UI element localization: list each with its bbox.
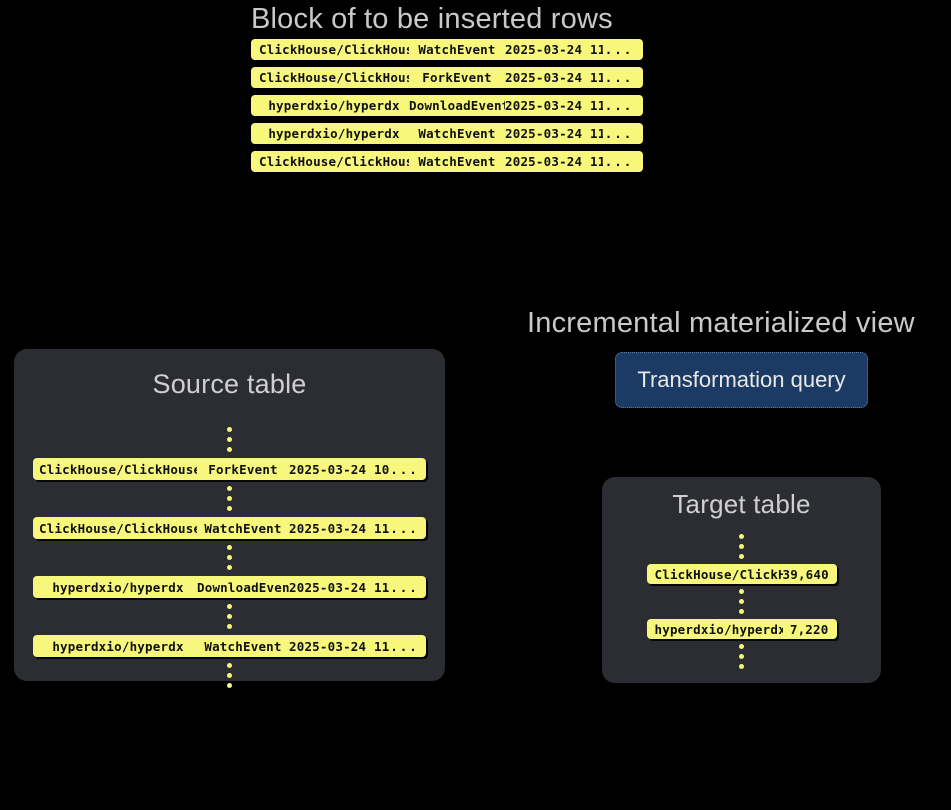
target-row-repo: ClickHouse/ClickHouse <box>654 566 783 582</box>
insert-row-repo: ClickHouse/ClickHouse <box>259 42 409 57</box>
source-row-more: ... <box>390 461 419 477</box>
target-table-title: Target table <box>672 489 811 519</box>
source-row-timestamp: 2025-03-24 10:25:00 <box>289 461 389 477</box>
insert-row-timestamp: 2025-03-24 11:35:48 <box>505 98 603 113</box>
insert-row-timestamp: 2025-03-24 11:35:44 <box>505 70 603 85</box>
target-row-repo: hyperdxio/hyperdx <box>654 621 783 637</box>
dot <box>227 614 232 619</box>
transformation-query-box[interactable]: Transformation query <box>615 352 868 408</box>
table-row: hyperdxio/hyperdx WatchEvent 2025-03-24 11… <box>251 123 643 144</box>
target-table-rows: ClickHouse/ClickHouse39,640 hyperdxio/hyp… <box>602 529 881 674</box>
insert-row-timestamp: 2025-03-24 11:35:40 <box>505 42 603 57</box>
target-row-count: 39,640 <box>782 566 829 582</box>
dot <box>227 555 232 560</box>
dot <box>227 427 232 432</box>
dot <box>227 663 232 668</box>
insert-row-more: ... <box>604 98 634 113</box>
source-row-timestamp: 2025-03-24 11:32:54 <box>289 520 389 536</box>
row-ellipsis-dots <box>227 604 232 629</box>
dot <box>227 496 232 501</box>
row-ellipsis-dots <box>739 589 744 614</box>
dot <box>739 664 744 669</box>
insert-row-more: ... <box>604 126 634 141</box>
row-ellipsis-dots <box>227 663 232 688</box>
dot <box>739 609 744 614</box>
insert-row-repo: ClickHouse/ClickHouse <box>259 154 409 169</box>
source-row-more: ... <box>390 638 419 654</box>
dot <box>227 447 232 452</box>
dot <box>227 673 232 678</box>
row-ellipsis-dots <box>227 545 232 570</box>
insert-row-more: ... <box>604 70 634 85</box>
row-ellipsis-dots <box>739 534 744 559</box>
table-row: ClickHouse/ClickHouse39,640 <box>646 564 837 584</box>
insert-row-repo: ClickHouse/ClickHouse <box>259 70 409 85</box>
insert-row-more: ... <box>604 42 634 57</box>
materialized-view-title: Incremental materialized view <box>527 307 915 339</box>
table-row: ClickHouse/ClickHouse ForkEvent 2025-03-24… <box>251 67 643 88</box>
dot <box>739 644 744 649</box>
insert-row-event: DownloadEvent <box>409 98 505 113</box>
insert-row-event: WatchEvent <box>418 42 496 57</box>
insert-row-more: ... <box>604 154 634 169</box>
dot <box>227 604 232 609</box>
source-row-repo: ClickHouse/ClickHouse <box>39 461 197 477</box>
target-table-card: Target table ClickHouse/ClickHouse39,640… <box>602 477 881 683</box>
dot <box>227 437 232 442</box>
dot <box>227 506 232 511</box>
table-row: hyperdxio/hyperdx 7,220 <box>646 619 837 639</box>
insert-row-timestamp: 2025-03-24 11:35:54 <box>505 154 603 169</box>
dot <box>739 544 744 549</box>
source-row-event: WatchEvent <box>204 638 282 654</box>
dot <box>739 654 744 659</box>
dot <box>227 486 232 491</box>
insert-row-repo: hyperdxio/hyperdx <box>268 126 400 141</box>
dot <box>739 599 744 604</box>
dot <box>227 624 232 629</box>
dot <box>739 589 744 594</box>
dot <box>739 554 744 559</box>
table-row: hyperdxio/hyperdx WatchEvent 2025-03-24 11… <box>33 635 426 657</box>
source-row-more: ... <box>390 579 419 595</box>
table-row: ClickHouse/ClickHouse ForkEvent 2025-03-24… <box>33 458 426 480</box>
insert-row-event: ForkEvent <box>422 70 492 85</box>
insert-row-repo: hyperdxio/hyperdx <box>268 98 400 113</box>
dot <box>227 565 232 570</box>
insert-block-title: Block of to be inserted rows <box>251 3 613 35</box>
table-row: ClickHouse/ClickHouse WatchEvent 2025-03-2… <box>251 151 643 172</box>
source-row-repo: hyperdxio/hyperdx <box>52 579 184 595</box>
insert-row-timestamp: 2025-03-24 11:35:52 <box>505 126 603 141</box>
source-row-repo: hyperdxio/hyperdx <box>52 638 184 654</box>
row-ellipsis-dots <box>739 644 744 669</box>
insert-row-event: WatchEvent <box>418 126 496 141</box>
row-ellipsis-dots <box>227 427 232 452</box>
table-row: ClickHouse/ClickHouse WatchEvent 2025-03-2… <box>33 517 426 539</box>
source-table-rows: ClickHouse/ClickHouse ForkEvent 2025-03-24… <box>14 421 445 694</box>
source-row-repo: ClickHouse/ClickHouse <box>39 520 197 536</box>
dot <box>227 683 232 688</box>
target-row-count: 7,220 <box>789 621 829 637</box>
source-row-timestamp: 2025-03-24 11:20:12 <box>289 579 389 595</box>
source-table-title: Source table <box>152 369 307 399</box>
insert-row-event: WatchEvent <box>418 154 496 169</box>
row-ellipsis-dots <box>227 486 232 511</box>
source-row-event: ForkEvent <box>208 461 278 477</box>
dot <box>227 545 232 550</box>
table-row: ClickHouse/ClickHouse WatchEvent 2025-03-2… <box>251 39 643 60</box>
source-row-more: ... <box>390 520 419 536</box>
source-row-event: WatchEvent <box>204 520 282 536</box>
source-table-card: Source table ClickHouse/ClickHouse ForkEv… <box>14 349 445 688</box>
dot <box>739 534 744 539</box>
source-row-timestamp: 2025-03-24 11:28:32 <box>289 638 389 654</box>
source-row-event: DownloadEvent <box>197 579 289 595</box>
